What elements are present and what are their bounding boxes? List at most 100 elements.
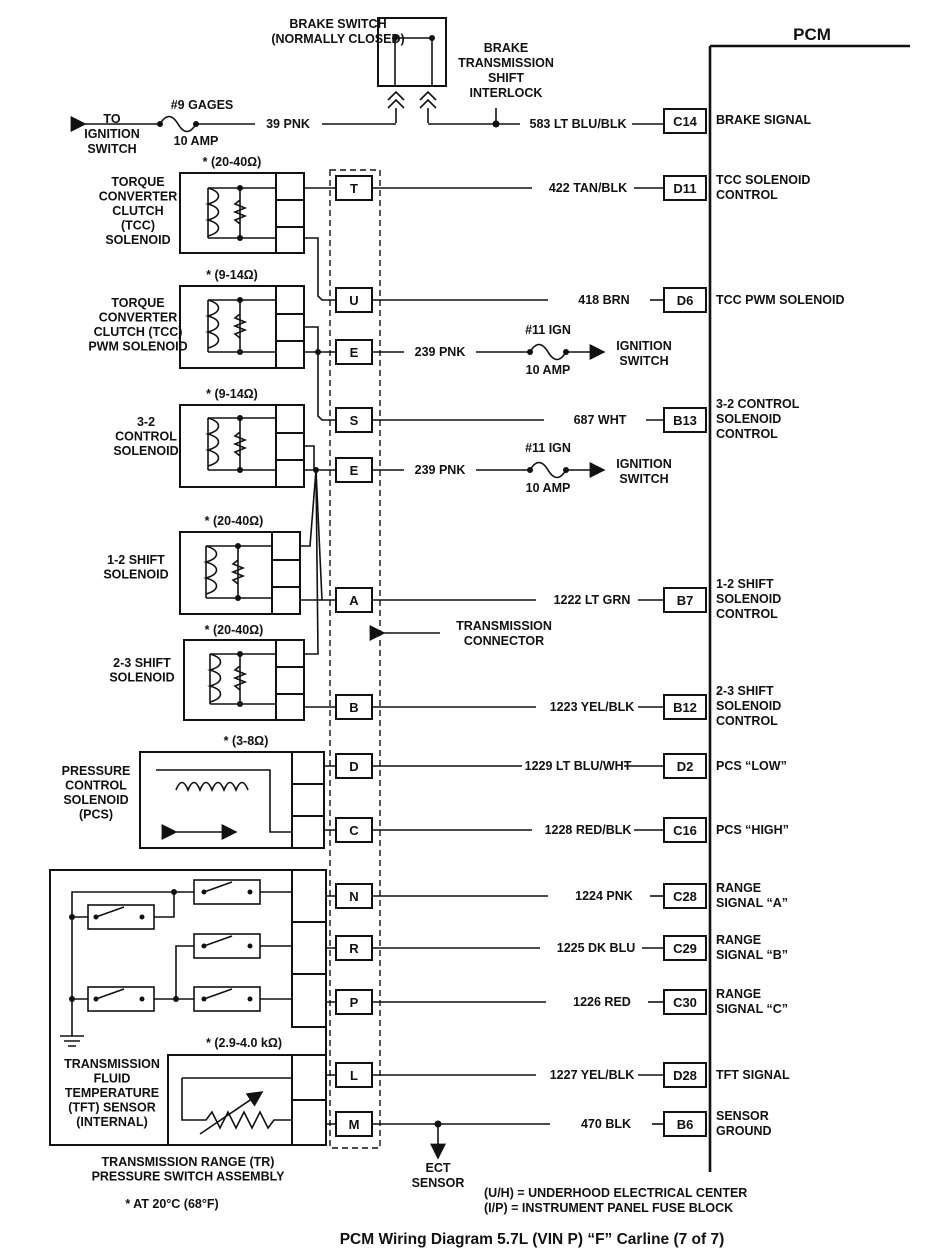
connector-pin-label: E (350, 345, 359, 360)
tcc-label: CONVERTER (99, 190, 177, 204)
ign-fuse-2 (476, 461, 606, 479)
pcm-signal-label: SOLENOID (716, 699, 781, 713)
pcm-pin-label: C29 (673, 941, 697, 956)
s23-label: 2-3 SHIFT (113, 656, 171, 670)
connector-pin-label: C (349, 823, 359, 838)
pcm-signal-label: CONTROL (716, 188, 778, 202)
pcs-label: SOLENOID (63, 793, 128, 807)
pcs-solenoid (139, 751, 325, 849)
pcm-signal-brake: BRAKE SIGNAL (716, 113, 812, 127)
pcm-signal-label: SOLENOID (716, 592, 781, 606)
pcm-pin-b13 (663, 407, 707, 433)
wire-label: 687 WHT (574, 413, 627, 427)
wire-label: 1225 DK BLU (557, 941, 636, 955)
wire-label: 1227 YEL/BLK (550, 1068, 635, 1082)
pcm-pin-b7 (663, 587, 707, 613)
connector-pin-label: B (349, 700, 358, 715)
pcm-signal-label: 2-3 SHIFT (716, 684, 774, 698)
pwm-label: PWM SOLENOID (88, 340, 187, 354)
tft-label: (INTERNAL) (76, 1115, 148, 1129)
ign-dest-label: IGNITION (616, 339, 672, 353)
pcm-signal-label: PCS “LOW” (716, 759, 787, 773)
ground-icon (60, 1030, 84, 1047)
s32-label: 3-2 (137, 415, 155, 429)
tft-label: (TFT) SENSOR (68, 1101, 156, 1115)
pcm-pin-d6 (663, 287, 707, 313)
control-32-solenoid (179, 404, 305, 488)
pcm-signal-label: TCC SOLENOID (716, 173, 810, 187)
tr-switch-assembly (49, 869, 327, 1146)
ign-fuse-amp: 10 AMP (526, 363, 571, 377)
connector-pin-label: S (350, 413, 359, 428)
connector-pin-label: U (349, 293, 358, 308)
ign-dest-label: IGNITION (616, 457, 672, 471)
pcm-pin-c16 (663, 817, 707, 843)
pcm-signal-label: RANGE (716, 987, 761, 1001)
brake-wire-in: 39 PNK (266, 117, 310, 131)
brake-wire-out: 583 LT BLU/BLK (530, 117, 627, 131)
temp-note: * AT 20°C (68°F) (125, 1197, 218, 1211)
tcc-label: (TCC) (121, 219, 155, 233)
pcm-pin-label: B13 (673, 413, 697, 428)
shift-23-solenoid (183, 639, 305, 721)
shift-12-solenoid (179, 531, 301, 615)
wire-label: 239 PNK (415, 463, 466, 477)
connector-pin-e (335, 457, 373, 483)
pcm-signal-label: RANGE (716, 933, 761, 947)
pcm-pin-brake (663, 108, 707, 134)
pcs-label: CONTROL (65, 779, 127, 793)
pcs-resistance: * (3-8Ω) (224, 734, 269, 748)
pcm-pin-d28 (663, 1062, 707, 1088)
interlock-label-4: INTERLOCK (470, 86, 543, 100)
pcm-signal-label: GROUND (716, 1124, 772, 1138)
brake-switch-label-2: (NORMALLY CLOSED) (271, 32, 404, 46)
wire-label: 1222 LT GRN (554, 593, 631, 607)
pcm-signal-label: CONTROL (716, 427, 778, 441)
pcm-signal-label: 3-2 CONTROL (716, 397, 800, 411)
pwm-resistance: * (9-14Ω) (206, 268, 258, 282)
pcm-pin-c28 (663, 883, 707, 909)
s23-label: SOLENOID (109, 671, 174, 685)
pcm-pin-brake-label: C14 (673, 114, 698, 129)
fuse-9-amp: 10 AMP (174, 134, 219, 148)
pcm-signal-label: PCS “HIGH” (716, 823, 789, 837)
interlock-label-3: SHIFT (488, 71, 524, 85)
ign-fuse-name: #11 IGN (525, 441, 571, 455)
pcm-signal-label: SIGNAL “C” (716, 1002, 788, 1016)
ign-fuse-1 (476, 343, 606, 361)
wire-label: 418 BRN (578, 293, 629, 307)
connector-pin-n (335, 883, 373, 909)
pcm-pin-d11 (663, 175, 707, 201)
pcm-pin-label: B6 (677, 1117, 694, 1132)
ign-dest-label: SWITCH (619, 354, 668, 368)
pcs-label: (PCS) (79, 808, 113, 822)
pcm-signal-label: SENSOR (716, 1109, 769, 1123)
pcm-title: PCM (793, 25, 831, 44)
s32-resistance: * (9-14Ω) (206, 387, 258, 401)
pcm-signal-label: RANGE (716, 881, 761, 895)
pcm-signal-label: SOLENOID (716, 412, 781, 426)
pcm-border (708, 44, 910, 1172)
pwm-label: CONVERTER (99, 311, 177, 325)
connector-pin-r (335, 935, 373, 961)
to-ign-label-1: TO (103, 112, 120, 126)
connector-pin-s (335, 407, 373, 433)
pcm-pin-label: D28 (673, 1068, 697, 1083)
s23-resistance: * (20-40Ω) (205, 623, 264, 637)
connector-pin-d (335, 753, 373, 779)
pcm-signal-label: SIGNAL “B” (716, 948, 788, 962)
tft-label: TEMPERATURE (65, 1086, 159, 1100)
pcm-signal-label: TCC PWM SOLENOID (716, 293, 844, 307)
connector-label-1: TRANSMISSION (456, 619, 552, 633)
ign-fuse-name: #11 IGN (525, 323, 571, 337)
connector-pin-a (335, 587, 373, 613)
legend-uh: (U/H) = UNDERHOOD ELECTRICAL CENTER (484, 1186, 747, 1200)
ect-label-2: SENSOR (412, 1176, 465, 1190)
ign-dest-label: SWITCH (619, 472, 668, 486)
pcm-pin-b12 (663, 694, 707, 720)
pcm-pin-b6 (663, 1111, 707, 1137)
connector-pin-label: R (349, 941, 359, 956)
